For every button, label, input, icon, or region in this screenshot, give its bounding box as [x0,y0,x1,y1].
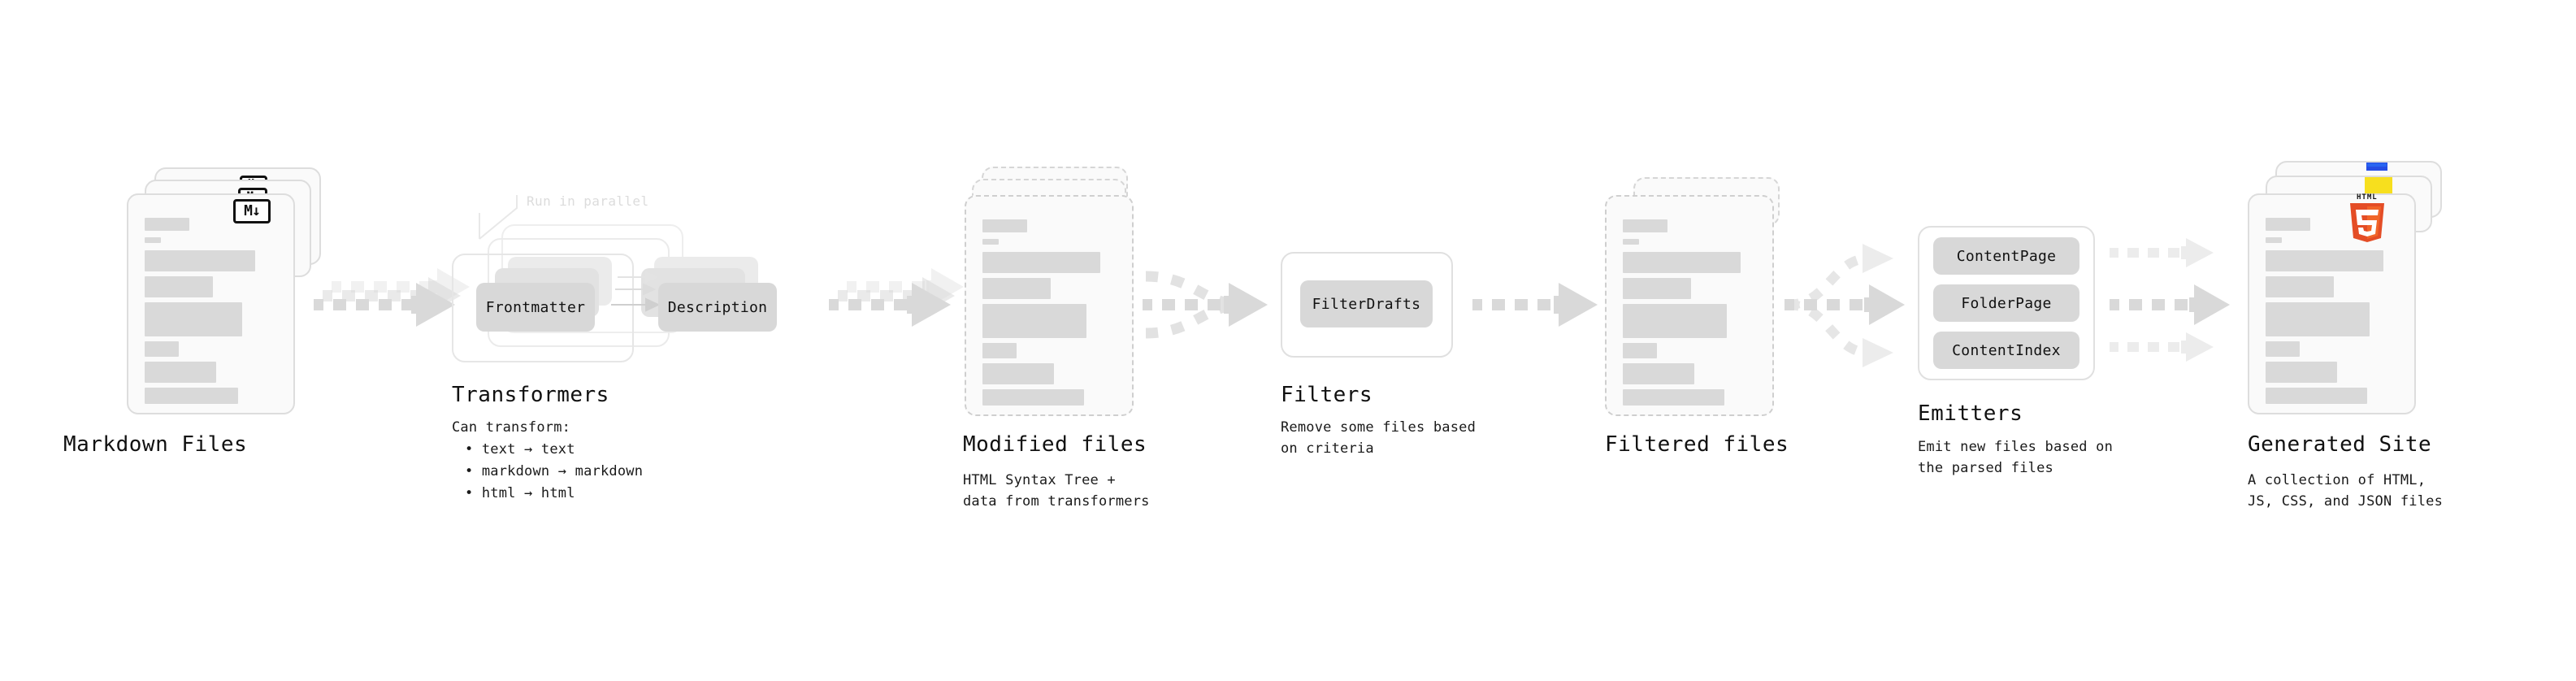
stage-title-markdown-files: Markdown Files [63,432,248,457]
placeholder-bar [145,341,179,357]
placeholder-bar [2266,341,2300,357]
placeholder-bar [145,237,161,243]
placeholder-bar [1623,219,1667,232]
transformer-box-front [452,254,634,362]
stage-title-generated-site: Generated Site [2248,432,2432,457]
stage-title-modified-files: Modified files [963,432,1147,457]
placeholder-bar [982,304,1086,338]
transformers-desc: Can transform: [452,419,571,436]
placeholder-bar [2266,362,2337,383]
generated-card-front [2248,193,2416,414]
placeholder-bar [145,250,255,271]
css-badge [2366,163,2387,171]
placeholder-bar [1623,343,1657,358]
emitter-pill-contentindex[interactable]: ContentIndex [1933,332,2079,369]
placeholder-bar [2266,302,2370,336]
placeholder-bar [982,252,1100,273]
placeholder-bar [1623,363,1694,384]
run-in-parallel-note: Run in parallel [527,193,649,209]
transformers-bullet-2: • html → html [465,485,575,501]
placeholder-bar [982,239,999,245]
transformer-pill-frontmatter[interactable]: Frontmatter [476,283,595,332]
markdown-card-front [127,193,295,414]
placeholder-bar [1623,252,1741,273]
placeholder-bar [982,389,1084,406]
modified-card-front [965,195,1134,416]
js-badge [2365,177,2392,195]
placeholder-bar [2266,276,2334,297]
transformers-bullet-1: • markdown → markdown [465,463,644,479]
placeholder-bar [145,218,189,231]
placeholder-bar [1623,239,1639,245]
placeholder-bar [2266,250,2383,271]
stage-title-emitters: Emitters [1918,401,2023,426]
emitter-pill-contentpage[interactable]: ContentPage [1933,237,2079,275]
emitter-pill-folderpage[interactable]: FolderPage [1933,284,2079,322]
modified-files-desc: HTML Syntax Tree + data from transformer… [963,472,1150,510]
filters-desc: Remove some files based on criteria [1281,419,1477,458]
stage-title-filtered-files: Filtered files [1605,432,1789,457]
placeholder-bar [1623,278,1691,299]
markdown-badge: M↓ [233,199,271,223]
placeholder-bar [2266,218,2310,231]
placeholder-bar [145,302,242,336]
placeholder-bar [145,388,238,404]
placeholder-bar [2266,388,2367,404]
emitters-desc: Emit new files based on the parsed files [1918,439,2114,477]
stage-title-filters: Filters [1281,383,1373,407]
placeholder-bar [982,278,1051,299]
placeholder-bar [1623,304,1727,338]
placeholder-bar [1623,389,1724,406]
stage-title-transformers: Transformers [452,383,609,407]
placeholder-bar [982,363,1054,384]
generated-site-desc: A collection of HTML, JS, CSS, and JSON … [2248,472,2444,510]
filtered-card-front [1605,195,1774,416]
placeholder-bar [2266,237,2282,243]
placeholder-bar [982,343,1017,358]
filter-pill-filterdrafts[interactable]: FilterDrafts [1300,280,1433,327]
placeholder-bar [982,219,1027,232]
transformers-bullet-0: • text → text [465,441,575,458]
placeholder-bar [145,362,216,383]
placeholder-bar [145,276,213,297]
transformer-pill-description[interactable]: Description [658,283,777,332]
